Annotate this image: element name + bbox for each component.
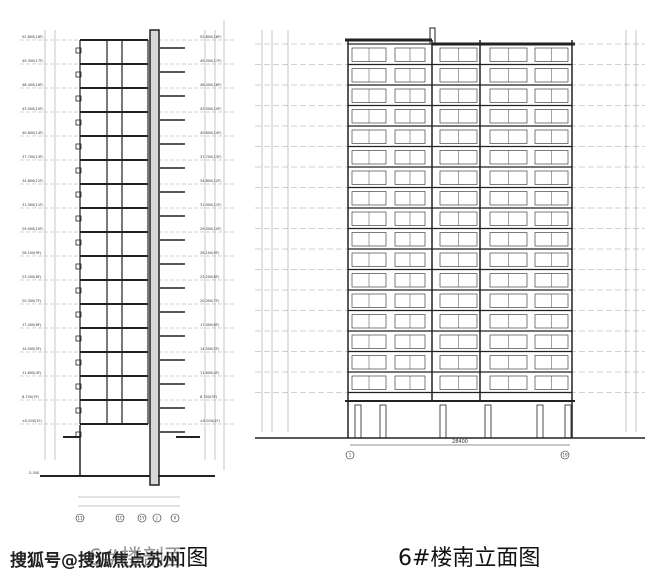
- level-label-left: 40.600(14F): [22, 131, 44, 135]
- balcony-rail: [75, 191, 82, 198]
- axis-bubble: [560, 450, 570, 460]
- balcony-rail: [75, 263, 82, 270]
- south-elevation-drawing: 28400 1 19: [255, 27, 645, 460]
- axis-label: 1C: [117, 516, 123, 521]
- balcony-rail: [75, 383, 82, 390]
- level-label-left: 46.400(16F): [22, 83, 44, 87]
- balcony-rail: [75, 335, 82, 342]
- level-label-right: 11.600(4F): [200, 371, 220, 375]
- level-label-right: 46.400(16F): [200, 83, 222, 87]
- axis-bubble: [115, 513, 125, 523]
- balcony-rail: [75, 359, 82, 366]
- axis-bubble: [152, 513, 162, 523]
- level-label-right: ±0.000(1F): [200, 419, 221, 423]
- axis-label: X: [174, 516, 177, 521]
- level-label-left: 34.800(12F): [22, 179, 44, 183]
- column: [484, 404, 492, 439]
- level-label-left: 8.700(3F): [22, 395, 40, 399]
- column: [564, 404, 572, 439]
- axis-bubble: [137, 513, 147, 523]
- axis-label: 1: [349, 453, 352, 458]
- level-label-left: 23.200(8F): [22, 275, 42, 279]
- level-label-right: 37.700(13F): [200, 155, 222, 159]
- balcony-rail: [75, 119, 82, 126]
- level-label-left: 26.100(9F): [22, 251, 42, 255]
- balcony-rail: [75, 407, 82, 414]
- level-label-right: 8.700(3F): [200, 395, 218, 399]
- level-label-left: 11.600(4F): [22, 371, 42, 375]
- level-label-left: 37.700(13F): [22, 155, 44, 159]
- axis-label: 11: [77, 516, 83, 521]
- level-label-left: 17.400(6F): [22, 323, 42, 327]
- level-label-right: 23.200(8F): [200, 275, 220, 279]
- axis-label: 19: [562, 453, 568, 458]
- elevator-shaft: [149, 29, 160, 486]
- balcony-rail: [75, 47, 82, 54]
- level-label-right: 52.800(18F): [200, 35, 222, 39]
- level-label-right: 26.100(9F): [200, 251, 220, 255]
- axis-bubble: [170, 513, 180, 523]
- axis-label: J: [155, 516, 157, 521]
- balcony-rail: [75, 287, 82, 294]
- balcony-rail: [75, 239, 82, 246]
- column: [536, 404, 544, 439]
- level-label-left: 52.800(18F): [22, 35, 44, 39]
- level-label-left: -5.300: [28, 471, 39, 475]
- level-label-right: 43.500(15F): [200, 107, 222, 111]
- overall-dimension: 28400: [452, 439, 468, 445]
- level-label-left: 14.500(5F): [22, 347, 42, 351]
- level-label-left: 31.900(11F): [22, 203, 44, 207]
- level-label-right: 49.300(17F): [200, 59, 222, 63]
- level-label-right: 17.400(6F): [200, 323, 220, 327]
- level-label-left: 49.300(17F): [22, 59, 44, 63]
- level-label-right: 20.300(7F): [200, 299, 220, 303]
- watermark: 搜狐号@搜狐焦点苏州: [10, 546, 180, 571]
- axis-bubble: [345, 450, 355, 460]
- level-label-right: 34.800(12F): [200, 179, 222, 183]
- level-label-right: 14.500(5F): [200, 347, 220, 351]
- balcony-rail: [75, 311, 82, 318]
- level-label-left: 29.000(10F): [22, 227, 44, 231]
- level-label-left: ±0.000(1F): [22, 419, 43, 423]
- level-label-right: 31.900(11F): [200, 203, 222, 207]
- elevation-caption: 6#楼南立面图: [398, 546, 541, 571]
- level-label-left: 43.500(15F): [22, 107, 44, 111]
- balcony-rail: [75, 95, 82, 102]
- level-label-right: 29.000(10F): [200, 227, 222, 231]
- balcony-rail: [75, 167, 82, 174]
- level-label-left: 20.300(7F): [22, 299, 42, 303]
- column: [439, 404, 447, 439]
- level-label-right: 40.600(14F): [200, 131, 222, 135]
- column: [379, 404, 387, 439]
- balcony-rail: [75, 71, 82, 78]
- section-drawing: 52.800(18F) 52.800(18F) 49.300(17F) 49.300(…: [20, 20, 235, 523]
- balcony-rail: [75, 143, 82, 150]
- balcony-rail: [75, 215, 82, 222]
- axis-bubble: [75, 513, 85, 523]
- axis-label: 1Y: [140, 516, 146, 521]
- column: [354, 404, 362, 439]
